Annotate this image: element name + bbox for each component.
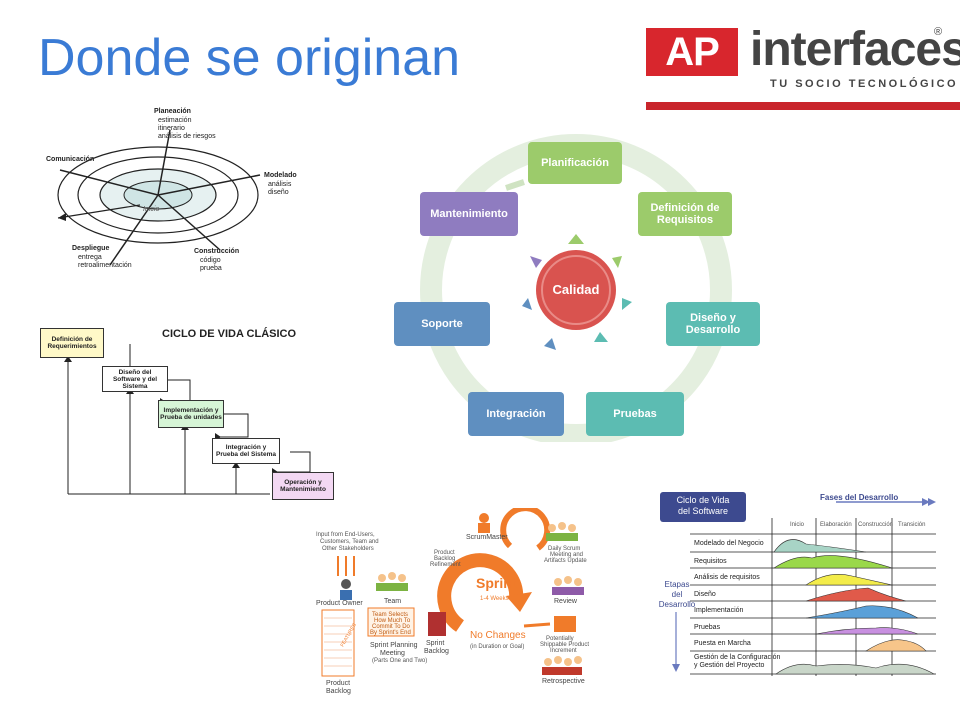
stage-mantenimiento: Mantenimiento [420,192,518,236]
spiral-inicio-label: Inicio [143,206,160,213]
spiral-despliegue-label: Despliegue [72,245,110,252]
sdlc-row-label: Requisitos [694,558,727,565]
sdlc-drawing [660,492,936,676]
scrum-planning-meeting: Meeting [380,650,405,657]
slide-title: Donde se originan [38,29,461,87]
sdlc-row-label: Análisis de requisitos [694,574,760,581]
sdlc-row-label: Pruebas [694,624,721,631]
sdlc-phases-diagram: Ciclo de Vida del Software Fases del Des… [656,488,940,684]
cycle-center-quality: Calidad [552,282,600,297]
scrum-drawing [321,508,584,677]
sdlc-box-line: del Software [677,506,729,516]
waterfall-step: Implementación y Prueba de unidades [158,400,224,428]
spiral-modelado-label: Modelado [264,172,297,179]
scrum-refinement: Backlog [434,556,456,562]
scrum-increment: Potentially [546,636,574,642]
scrum-retrospective: Retrospective [542,678,585,685]
scrum-product-backlog: Product [326,680,351,687]
scrum-refinement: Product [434,550,455,556]
sdlc-phase: Inicio [790,522,805,528]
scrum-input-text: Input from End-Users, [316,532,375,538]
stage-pruebas: Pruebas [586,392,684,436]
sdlc-row-label: Diseño [694,591,716,598]
logo-word: interfaces [750,23,960,76]
stage-integracion: Integración [468,392,564,436]
scrum-product-backlog: Backlog [326,688,351,695]
scrum-planning-parts: (Parts One and Two) [372,658,428,664]
sdlc-row-label: Gestión de la Configuración [694,654,781,661]
spiral-modelado-item: análisis [268,181,292,188]
stage-planificacion: Planificación [528,142,622,184]
spiral-construccion-label: Construcción [194,248,240,255]
spiral-modelado-item: diseño [268,189,289,196]
stage-definicion: Definición de Requisitos [638,192,732,236]
spiral-despliegue-item: entrega [78,254,102,261]
scrum-review: Review [554,598,577,605]
scrum-no-changes-sub: (in Duration or Goal) [470,644,525,650]
sdlc-phase: Transición [898,522,926,528]
waterfall-step: Definición de Requerimientos [40,328,104,358]
waterfall-diagram: Definición de Requerimientos Diseño del … [40,322,340,507]
spiral-planeacion-item: estimación [158,117,192,124]
spiral-planeacion-item: itinerario [158,125,185,132]
scrum-team-selects: How Much To [374,618,411,624]
logo-tagline: TU SOCIO TECNOLÓGICO [770,78,959,90]
spiral-planeacion-item: análisis de riesgos [158,133,216,140]
scrum-sprint-label: Sprint [476,575,517,591]
scrum-product-owner: Product Owner [316,600,363,607]
scrum-sprint-backlog: Sprint [426,640,445,647]
waterfall-title: CICLO DE VIDA CLÁSICO [162,328,297,340]
sdlc-box-line: Ciclo de Vida [676,495,730,505]
company-logo: AP interfaces ® TU SOCIO TECNOLÓGICO [646,23,960,112]
scrum-input-text: Customers, Team and [320,539,379,545]
spiral-drawing [57,129,261,266]
sdlc-phase: Construcción [858,522,894,528]
sdlc-row-label: Puesta en Marcha [694,640,751,647]
waterfall-step: Operación y Mantenimiento [272,472,334,500]
spiral-construccion-item: código [200,257,221,264]
scrum-daily: Meeting and [550,552,584,558]
sdlc-row-label: Modelado del Negocio [694,540,764,547]
sdlc-etapas: Etapas [664,580,690,589]
scrum-input-text: Other Stakeholders [322,546,374,552]
sdlc-row-label: y Gestión del Proyecto [694,662,765,669]
scrum-scrummaster: ScrumMaster [466,534,508,541]
scrum-sprint-backlog: Backlog [424,648,449,655]
scrum-diagram: Input from End-Users, Customers, Team an… [310,508,600,698]
waterfall-step: Diseño del Software y del Sistema [102,366,168,392]
quality-cycle-diagram: Calidad Planificación Definición de Requ… [386,130,776,442]
sdlc-etapas: Desarrollo [658,600,696,609]
logo-registered: ® [934,26,943,38]
scrum-team-selects: By Sprint's End [370,630,411,636]
spiral-planeacion-label: Planeación [154,108,191,115]
scrum-team-label: Team [384,598,402,605]
scrum-increment: Increment [550,648,577,654]
scrum-increment: Shippable Product [540,642,590,648]
scrum-team-selects: Commit To Do [372,624,410,630]
logo-mark: AP [646,28,738,76]
scrum-sprint-weeks: 1-4 Weeks [480,596,509,602]
scrum-refinement: Refinement [430,562,461,568]
sdlc-etapas: del [671,590,683,599]
logo-underline [646,102,960,110]
sdlc-phase: Elaboración [820,522,852,528]
scrum-daily: Artifacts Update [544,558,587,564]
spiral-construccion-item: prueba [200,265,222,272]
waterfall-step: Integración y Prueba del Sistema [212,438,280,464]
stage-diseno: Diseño y Desarrollo [666,302,760,346]
scrum-daily: Daily Scrum [548,546,581,552]
scrum-team-selects: Team Selects [372,612,409,618]
scrum-no-changes: No Changes [470,630,526,641]
stage-soporte: Soporte [394,302,490,346]
spiral-comunicacion-label: Comunicación [46,156,95,163]
spiral-despliegue-item: retroalimentación [78,262,132,269]
spiral-model-diagram: Planeación estimación itinerario análisi… [40,100,330,280]
scrum-planning-meeting: Sprint Planning [370,642,418,649]
sdlc-row-label: Implementación [694,607,744,614]
sdlc-fases-label: Fases del Desarrollo [820,493,899,502]
